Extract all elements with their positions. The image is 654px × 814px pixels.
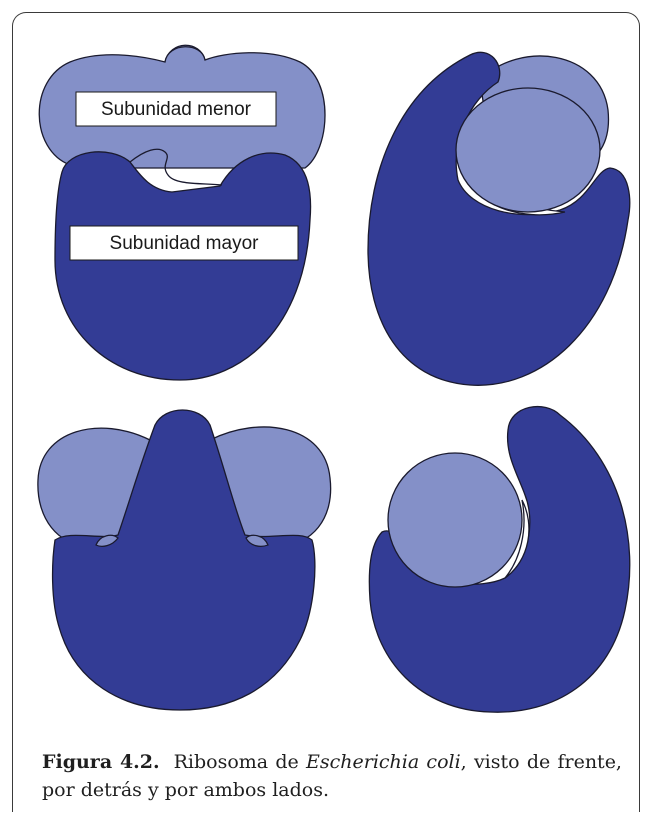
small-subunit-label-box bbox=[75, 91, 277, 127]
caption-text-after: , visto de frente, por detrás y por ambo… bbox=[42, 751, 622, 801]
front-view: Subunidad menor Subunidad mayor bbox=[38, 44, 326, 381]
caption-species: Escherichia coli bbox=[306, 751, 461, 773]
figure-number: Figura 4.2. bbox=[42, 751, 160, 773]
back-small-subunit-front bbox=[455, 87, 601, 213]
large-subunit-label-box bbox=[69, 225, 299, 261]
back-view bbox=[367, 51, 631, 386]
front-large-subunit bbox=[54, 151, 312, 381]
side-left-large-subunit bbox=[51, 409, 316, 711]
side-left-notch-left bbox=[95, 534, 119, 547]
front-small-subunit-bump bbox=[164, 46, 206, 63]
side-right-gap bbox=[504, 499, 530, 579]
caption-text-before: Ribosoma de bbox=[173, 751, 307, 773]
side-view-right bbox=[368, 405, 631, 713]
small-subunit-label: Subunidad menor bbox=[101, 99, 252, 120]
front-groove-line bbox=[129, 148, 223, 186]
side-left-notch-right bbox=[245, 534, 269, 547]
figure-caption: Figura 4.2. Ribosoma de Escherichia coli,… bbox=[42, 748, 622, 804]
side-view-left bbox=[37, 409, 332, 711]
ribosome-illustration: Subunidad menor Subunidad mayor bbox=[37, 44, 631, 713]
side-right-small-subunit bbox=[387, 452, 523, 588]
large-subunit-label: Subunidad mayor bbox=[110, 233, 260, 254]
